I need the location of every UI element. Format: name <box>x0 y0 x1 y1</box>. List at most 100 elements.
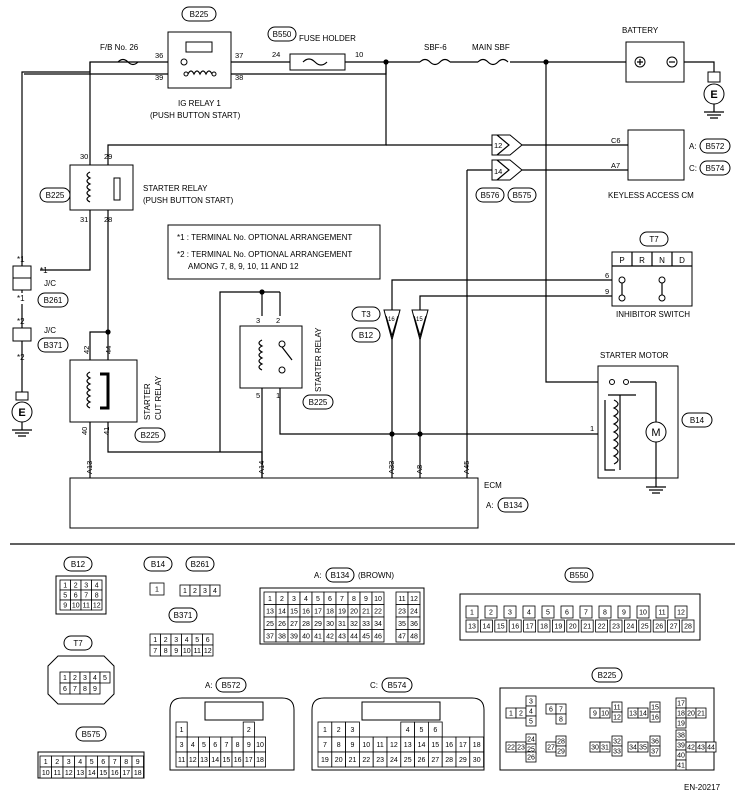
pin-number: 15 <box>651 705 659 712</box>
pin-number: 20 <box>335 757 343 764</box>
pin-number: 9 <box>93 686 97 693</box>
t3-tag-b12: B12 <box>359 331 374 340</box>
pin-cell <box>695 707 707 719</box>
pin-cell <box>131 766 144 779</box>
pin-number: 10 <box>374 596 382 603</box>
pin-number: 19 <box>338 608 346 615</box>
conn-b574-tag: B574 <box>388 681 407 690</box>
pin-cell <box>537 619 551 633</box>
pin-number: 27 <box>290 621 298 628</box>
pin-number: 10 <box>639 610 647 617</box>
fuse-holder: B550 FUSE HOLDER 24 10 <box>267 26 363 71</box>
pin-cell <box>465 605 479 619</box>
pin-number: 1 <box>509 711 513 718</box>
pin-cell <box>522 605 536 619</box>
pin-number: 3 <box>67 759 71 766</box>
ecm-prefix: A: <box>486 501 494 510</box>
pin-number: 8 <box>352 596 356 603</box>
pin-number: 30 <box>473 757 481 764</box>
ig-pin-38: 38 <box>235 73 243 82</box>
pin-number: 5 <box>202 742 206 749</box>
pin-number: 9 <box>247 742 251 749</box>
pin-number: 22 <box>374 608 382 615</box>
pin-cell <box>675 759 687 771</box>
pin-number: 21 <box>583 624 591 631</box>
pin-number: 12 <box>677 610 685 617</box>
pin-cell <box>541 605 555 619</box>
pin-number: 1 <box>268 596 272 603</box>
jc-b371: *2 *2 J/C B371 <box>12 317 69 362</box>
pin-number: 7 <box>224 742 228 749</box>
fuse-holder-label: FUSE HOLDER <box>299 34 356 43</box>
pin-number: 31 <box>338 621 346 628</box>
pin-number: 15 <box>99 770 107 777</box>
pin-number: 1 <box>153 637 157 644</box>
pin-number: 6 <box>328 596 332 603</box>
pin-number: 18 <box>540 624 548 631</box>
pin-cell <box>89 682 101 695</box>
note-line-1: *1 : TERMINAL No. OPTIONAL ARRANGEMENT <box>177 233 352 242</box>
pin-number: 1 <box>155 587 159 594</box>
pin-number: 10 <box>256 742 264 749</box>
pin-number: 24 <box>390 757 398 764</box>
pin-number: 9 <box>136 759 140 766</box>
pin-number: 29 <box>459 757 467 764</box>
pin-number: 3 <box>203 588 207 595</box>
pin-number: 16 <box>445 742 453 749</box>
pin-number: 7 <box>84 593 88 600</box>
pin-cell <box>674 605 688 619</box>
pin-number: 3 <box>83 675 87 682</box>
pin-cell <box>253 751 266 768</box>
pin-number: 2 <box>74 583 78 590</box>
pin-number: 46 <box>374 633 382 640</box>
t3-tag: T3 <box>361 310 371 319</box>
starter-relay: 3 2 5 1 STARTER RELAY B225 <box>239 316 334 410</box>
pin-number: 1 <box>63 583 67 590</box>
pin-cell <box>407 629 421 643</box>
pin-cell <box>649 711 661 723</box>
pin-number: 6 <box>206 637 210 644</box>
pin-number: 17 <box>122 770 130 777</box>
pin-number: 28 <box>302 621 310 628</box>
jc1-mark-bottom: *1 <box>17 294 25 303</box>
starter-relay-pbs: 30 29 31 28 B225 STARTER RELAY (PUSH BUT… <box>39 152 234 224</box>
pin-number: 5 <box>316 596 320 603</box>
pin-number: 12 <box>204 648 212 655</box>
scr-label-2: CUT RELAY <box>154 375 163 420</box>
pin-cell <box>503 605 517 619</box>
sr-pin-5: 5 <box>256 391 260 400</box>
pin-number: 12 <box>390 742 398 749</box>
pin-cell <box>494 619 508 633</box>
conn-b550-tag: B550 <box>570 571 589 580</box>
pin-number: 8 <box>124 759 128 766</box>
pin-number: 32 <box>613 739 621 746</box>
ig-pin-39: 39 <box>155 73 163 82</box>
fb-label: F/B No. 26 <box>100 43 139 52</box>
pin-number: 7 <box>340 596 344 603</box>
pin-number: 11 <box>54 770 61 777</box>
pin-number: 4 <box>185 637 189 644</box>
fb-fuse: F/B No. 26 <box>100 43 139 66</box>
kl-conn-pin-12: 12 <box>494 141 502 150</box>
pin-number: 21 <box>697 711 705 718</box>
pin-cell <box>611 745 623 757</box>
conn-b134-suffix: (BROWN) <box>358 571 394 580</box>
pin-number: 3 <box>292 596 296 603</box>
scr-pin-42: 42 <box>82 346 91 354</box>
pin-number: 2 <box>489 610 493 617</box>
pin-number: 45 <box>362 633 370 640</box>
main-sbf: MAIN SBF <box>472 43 510 66</box>
pin-number: 18 <box>134 770 142 777</box>
pin-number: 5 <box>529 719 533 726</box>
pin-number: 2 <box>164 637 168 644</box>
pin-number: 48 <box>410 633 418 640</box>
pin-cell <box>624 619 637 633</box>
